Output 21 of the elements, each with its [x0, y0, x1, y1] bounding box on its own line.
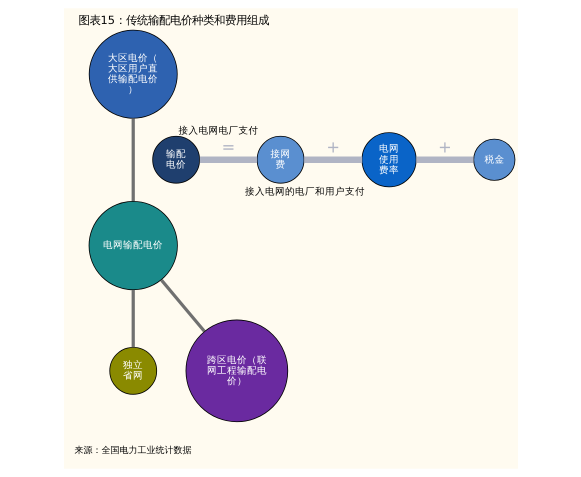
connector [160, 279, 206, 332]
connector [304, 156, 362, 163]
connector [131, 290, 134, 348]
node-circle: 接网费 [256, 136, 304, 184]
connector [131, 118, 134, 201]
edge-label: + [438, 137, 452, 156]
node-label: 接入电网电厂支付 [178, 126, 258, 137]
node-circle: 电网输配电价 [88, 201, 178, 290]
connector [199, 156, 256, 163]
node-circle: 电网使用费率 [361, 132, 416, 188]
edge-label: + [326, 137, 340, 156]
caption: 来源：全国电力工业统计数据 [74, 446, 192, 456]
diagram-title: 图表15：传统输配电价种类和费用组成 [78, 12, 268, 27]
node-circle: 输配电价 [152, 136, 200, 184]
node-circle: 大区电价（大区用户直供输配电价） [88, 30, 178, 119]
node-label: 接入电网的电厂和用户支付 [244, 186, 364, 198]
connector [416, 156, 474, 163]
node-circle: 独立省网 [108, 346, 157, 395]
node-circle: 跨区电价（联网工程输配电价） [185, 320, 288, 422]
edge-label: = [221, 137, 235, 156]
node-circle: 税金 [472, 138, 515, 181]
